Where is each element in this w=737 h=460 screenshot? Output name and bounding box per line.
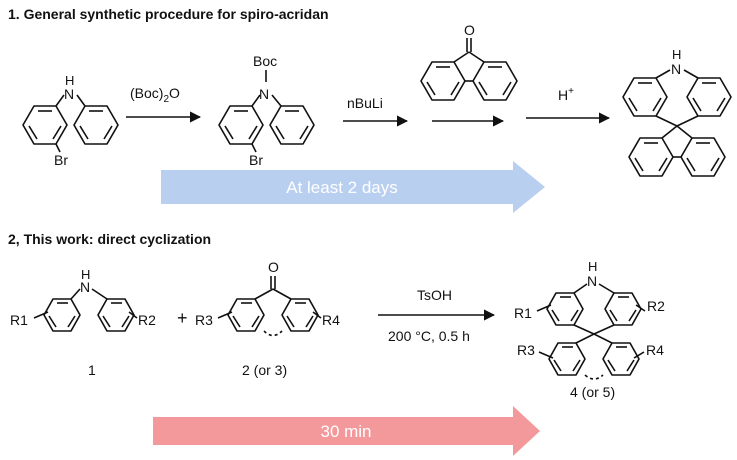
mol1-n-atom: N — [64, 86, 74, 102]
mol2-br-atom: Br — [249, 152, 263, 168]
duration-text-2-days: At least 2 days — [286, 178, 398, 197]
section1-title: 1. General synthetic procedure for spiro… — [8, 6, 329, 22]
plus-sign: + — [177, 308, 188, 328]
product-r3: R3 — [517, 342, 535, 358]
compound1-label: 1 — [88, 362, 96, 378]
compound-1-diarylamine: N H R1 R2 1 — [10, 267, 156, 378]
mol-2-bromodiphenylamine: N H Br — [22, 73, 119, 168]
mol-n-boc-bromodiphenylamine: N Boc Br — [218, 53, 315, 168]
mol2-n-atom: N — [259, 86, 269, 102]
reagent-nbuli: nBuLi — [347, 95, 383, 111]
product-r2: R2 — [647, 298, 665, 314]
duration-text-30-min: 30 min — [320, 422, 371, 441]
compound2-o-atom: O — [268, 259, 279, 275]
compound2-r3: R3 — [195, 312, 213, 328]
mol1-br-atom: Br — [54, 152, 68, 168]
compound2-label: 2 (or 3) — [242, 362, 287, 378]
mol-spiro-acridan: N H — [622, 47, 732, 177]
mol3-o-atom: O — [464, 22, 475, 38]
duration-arrow-red — [153, 406, 540, 456]
reagent-h-plus: H+ — [558, 86, 574, 103]
mol2-boc-group: Boc — [253, 53, 277, 69]
compound1-r2: R2 — [138, 312, 156, 328]
reaction-conditions: 200 °C, 0.5 h — [388, 328, 470, 344]
product-h-atom: H — [588, 259, 597, 274]
section2-title: 2, This work: direct cyclization — [8, 231, 211, 247]
mol4-h-atom: H — [672, 47, 681, 62]
compound1-n-atom: N — [80, 279, 90, 295]
compound2-r4: R4 — [322, 312, 340, 328]
duration-arrow-blue — [161, 161, 545, 213]
product-label: 4 (or 5) — [570, 384, 615, 400]
reagent-tsoh: TsOH — [417, 287, 452, 303]
compound1-h-atom: H — [81, 267, 90, 282]
product-n-atom: N — [587, 273, 597, 289]
mol1-h-atom: H — [65, 73, 74, 88]
compound-2-ketone: O R3 R4 2 (or 3) — [195, 259, 340, 378]
product-r4: R4 — [646, 342, 664, 358]
mol-fluorenone: O — [420, 22, 518, 101]
mol4-n-atom: N — [671, 61, 681, 77]
compound1-r1: R1 — [10, 312, 28, 328]
product-4-spiro-acridan: N H R1 R2 R3 R4 4 (or 5) — [514, 259, 665, 400]
reagent-boc2o: (Boc)2O — [130, 85, 180, 105]
product-r1: R1 — [514, 305, 532, 321]
